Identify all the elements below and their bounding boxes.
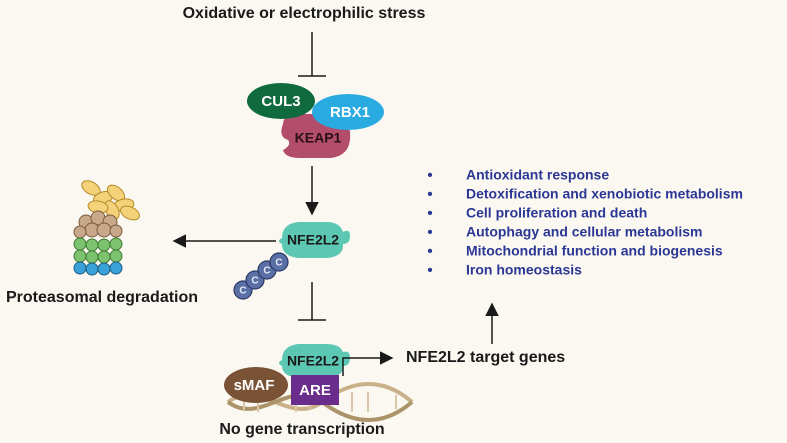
function-item: • Iron homeostasis — [427, 262, 582, 279]
nfe2l2-upper-shape — [279, 222, 350, 258]
bullet-icon: • — [427, 167, 432, 184]
function-label: Detoxification and xenobiotic metabolism — [466, 186, 743, 202]
cul3-label: CUL3 — [261, 93, 300, 110]
proteasome-label: Proteasomal degradation — [6, 289, 198, 306]
bullet-icon: • — [427, 224, 432, 241]
transcription-arrow — [342, 351, 394, 376]
svg-text:C: C — [239, 286, 246, 297]
inhibition-stress-to-complex — [298, 32, 326, 77]
svg-text:C: C — [275, 258, 282, 269]
nuclear-nfe2l2-complex: NFE2L2 sMAF ARE — [224, 344, 350, 405]
bullet-icon: • — [427, 243, 432, 260]
function-item: • Mitochondrial function and biogenesis — [427, 243, 723, 260]
ubiquitin-unit: C — [269, 252, 289, 272]
rbx1-shape — [312, 94, 384, 130]
smaf-label: sMAF — [234, 377, 275, 394]
target-genes-label: NFE2L2 target genes — [406, 349, 565, 366]
rbx1-label: RBX1 — [330, 104, 370, 121]
function-item: • Cell proliferation and death — [427, 205, 647, 222]
stress-label: Oxidative or electrophilic stress — [183, 5, 426, 22]
bullet-icon: • — [427, 205, 432, 222]
bullet-icon: • — [427, 262, 432, 279]
svg-text:C: C — [251, 276, 258, 287]
function-label: Antioxidant response — [466, 167, 609, 183]
cul3-shape — [247, 83, 315, 119]
function-item: • Autophagy and cellular metabolism — [427, 224, 702, 241]
proteasome-icon — [73, 180, 140, 276]
ubiquitin-chain: C C C C — [233, 252, 289, 300]
nfe2l2-ubiquitinated: NFE2L2 C C C C — [233, 222, 350, 300]
function-label: Cell proliferation and death — [466, 205, 647, 221]
svg-text:C: C — [263, 266, 270, 277]
nfe2l2-upper-label: NFE2L2 — [287, 232, 339, 248]
are-label: ARE — [299, 382, 331, 399]
function-item: • Antioxidant response — [427, 167, 609, 184]
function-label: Mitochondrial function and biogenesis — [466, 243, 723, 259]
function-label: Autophagy and cellular metabolism — [466, 224, 703, 240]
functions-list: • Antioxidant response • Detoxification and… — [427, 167, 743, 279]
inhibition-nfe2l2-to-nucleus — [298, 282, 326, 321]
keap1-label: KEAP1 — [295, 130, 342, 146]
bullet-icon: • — [427, 186, 432, 203]
no-transcription-label: No gene transcription — [219, 421, 384, 438]
function-label: Iron homeostasis — [466, 262, 582, 278]
function-item: • Detoxification and xenobiotic metabolis… — [427, 186, 743, 203]
keap1-complex: KEAP1 CUL3 RBX1 — [247, 83, 384, 158]
nfe2l2-nuclear-label: NFE2L2 — [287, 353, 339, 369]
nfe2l2-nuclear-shape — [279, 344, 350, 378]
are-box — [291, 375, 339, 405]
smaf-shape — [224, 367, 288, 403]
